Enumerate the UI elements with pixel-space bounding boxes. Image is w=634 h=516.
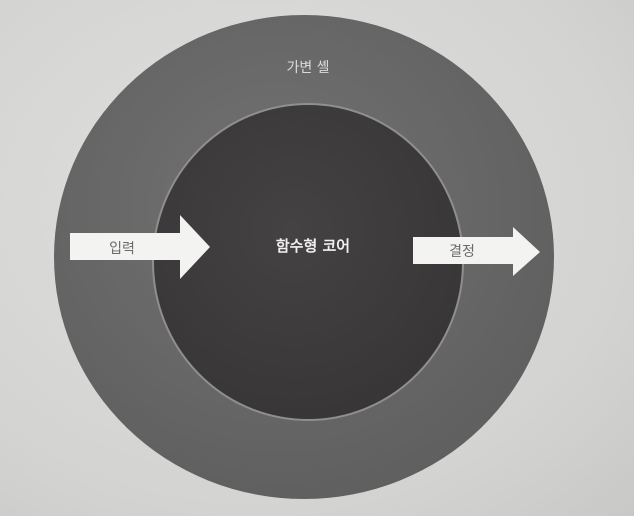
outer-shell-label: 가변 셸 — [286, 60, 329, 76]
output-arrow: 결정 — [413, 227, 540, 276]
input-arrow: 입력 — [70, 215, 210, 279]
output-arrow-shape — [413, 227, 540, 276]
input-arrow-label: 입력 — [109, 241, 135, 257]
functional-core-label: 함수형 코어 — [276, 237, 350, 255]
output-arrow-label: 결정 — [449, 244, 475, 260]
input-arrow-shape — [70, 215, 210, 279]
